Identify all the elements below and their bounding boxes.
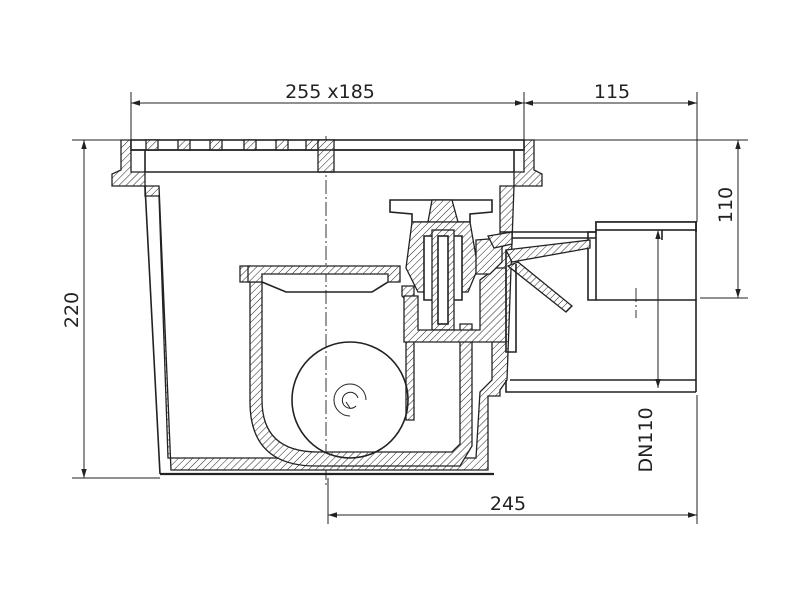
total-height-label: 220: [61, 292, 83, 328]
odour-trap: [239, 265, 473, 467]
grate-size-label: 255 x185: [285, 81, 375, 103]
trap-outlet-circle: [291, 341, 409, 459]
outlet-pipe: [487, 221, 697, 393]
dimension-labels: 255 x185 115 220 110 245 DN110: [61, 81, 737, 515]
outlet-offset-label: 115: [594, 81, 630, 103]
center-lines: [325, 136, 637, 486]
outlet-length-label: 245: [490, 493, 526, 515]
outlet-diameter-label: DN110: [635, 407, 657, 472]
dimension-lines: [72, 92, 748, 524]
grate-frame: [111, 139, 543, 187]
outlet-height-label: 110: [715, 187, 737, 223]
drain-body: [144, 185, 515, 476]
cleaning-insert: [389, 199, 507, 343]
